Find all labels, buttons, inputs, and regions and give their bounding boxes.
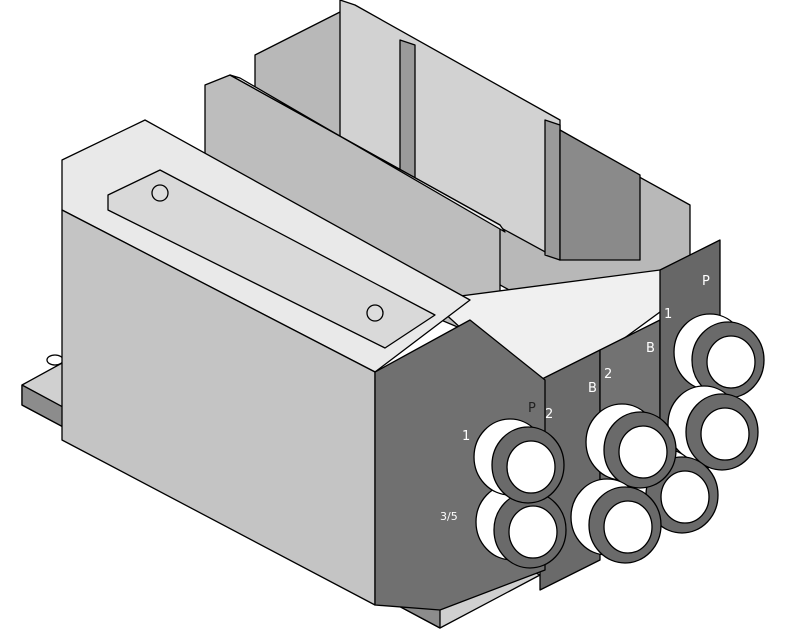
- port-labels: P 1 3/5 2 B 2 B P 1: [440, 274, 710, 523]
- label-right-p: P: [702, 274, 710, 289]
- label-right-1: 1: [664, 307, 672, 322]
- push-in-fitting: [667, 385, 759, 471]
- label-st2-b: B: [646, 341, 655, 356]
- interface-plate-edge: [229, 74, 506, 233]
- push-in-fitting: [570, 478, 662, 564]
- label-left-p: P: [528, 401, 536, 416]
- rear-valve-mount: [254, 0, 691, 341]
- mount-hole: [46, 354, 64, 366]
- screw-icon: [151, 184, 169, 202]
- label-st2-2: 2: [604, 367, 612, 382]
- push-in-fitting: [585, 403, 677, 489]
- screw-icon: [366, 304, 384, 322]
- label-left-35: 3/5: [440, 510, 458, 523]
- label-left-1: 1: [462, 429, 470, 444]
- push-in-fitting: [473, 418, 565, 504]
- cover-plate: [107, 169, 436, 349]
- label-st1-b: B: [588, 381, 597, 396]
- fittings: [473, 313, 765, 569]
- push-in-fitting: [673, 313, 765, 399]
- label-st1-2: 2: [545, 407, 553, 422]
